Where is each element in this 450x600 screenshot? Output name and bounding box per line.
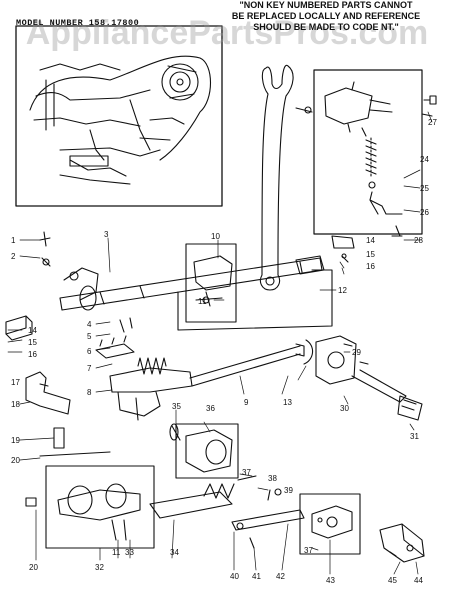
callout-28[interactable]: 28 [414, 236, 423, 245]
model-number: MODEL NUMBER 158.17800 [16, 18, 140, 28]
callout-40[interactable]: 40 [230, 572, 239, 581]
callout-44[interactable]: 44 [414, 576, 423, 585]
small-parts-4-6 [95, 317, 135, 359]
callout-14-right[interactable]: 14 [366, 236, 375, 245]
part-19-20 [39, 427, 111, 457]
callout-15-left[interactable]: 15 [28, 338, 37, 347]
callout-25[interactable]: 25 [420, 184, 429, 193]
left-bushing [5, 315, 33, 341]
part-12-box [177, 235, 355, 331]
callout-5[interactable]: 5 [87, 332, 92, 341]
callout-26[interactable]: 26 [420, 208, 429, 217]
callout-16-left[interactable]: 16 [28, 350, 37, 359]
parts-40-42 [231, 488, 305, 549]
part-35-36-block [169, 423, 239, 479]
main-shaft [39, 231, 323, 311]
callout-39[interactable]: 39 [284, 486, 293, 495]
callout-17[interactable]: 17 [11, 378, 20, 387]
part-34-plate [149, 475, 257, 519]
callout-3[interactable]: 3 [104, 230, 109, 239]
lower-left-box [25, 465, 155, 549]
callout-33[interactable]: 33 [125, 548, 134, 557]
callout-1[interactable]: 1 [11, 236, 16, 245]
callout-24[interactable]: 24 [420, 155, 429, 164]
note-line-3: SHOULD BE MADE TO CODE NT." [253, 22, 399, 32]
callout-34[interactable]: 34 [170, 548, 179, 557]
callout-41[interactable]: 41 [252, 572, 261, 581]
callout-14-left[interactable]: 14 [28, 326, 37, 335]
part-44-45 [379, 523, 425, 563]
callout-35[interactable]: 35 [172, 402, 181, 411]
parts-note: "NON KEY NUMBERED PARTS CANNOT BE REPLAC… [206, 0, 446, 33]
callout-37-upper[interactable]: 37 [242, 468, 251, 477]
callout-38[interactable]: 38 [268, 474, 277, 483]
leader-lines [7, 111, 433, 575]
callout-31[interactable]: 31 [410, 432, 419, 441]
callout-20-lower[interactable]: 20 [29, 563, 38, 572]
upper-right-subassembly-box [295, 69, 437, 237]
callout-27[interactable]: 27 [428, 118, 437, 127]
callout-11-lower[interactable]: 11 [112, 548, 121, 557]
callout-2[interactable]: 2 [11, 252, 16, 261]
part-17-18-bracket [25, 371, 71, 415]
callout-30[interactable]: 30 [340, 404, 349, 413]
callout-4[interactable]: 4 [87, 320, 92, 329]
callout-19[interactable]: 19 [11, 436, 20, 445]
callout-16-right[interactable]: 16 [366, 262, 375, 271]
callout-43[interactable]: 43 [326, 576, 335, 585]
callout-18[interactable]: 18 [11, 400, 20, 409]
note-line-1: "NON KEY NUMBERED PARTS CANNOT [239, 0, 413, 10]
part-8-and-9 [109, 339, 314, 421]
callout-36[interactable]: 36 [206, 404, 215, 413]
callout-11-upper[interactable]: 11 [198, 297, 207, 306]
parts-29-31 [315, 335, 423, 421]
callout-8[interactable]: 8 [87, 388, 92, 397]
callout-6[interactable]: 6 [87, 347, 92, 356]
callout-12[interactable]: 12 [338, 286, 347, 295]
callout-9[interactable]: 9 [244, 398, 249, 407]
part-10-bracket-box [185, 243, 237, 323]
spring-7 [137, 357, 167, 375]
callout-7[interactable]: 7 [87, 364, 92, 373]
note-line-2: BE REPLACED LOCALLY AND REFERENCE [231, 11, 421, 21]
callout-29[interactable]: 29 [352, 348, 361, 357]
callout-13[interactable]: 13 [283, 398, 292, 407]
callout-32[interactable]: 32 [95, 563, 104, 572]
callout-10[interactable]: 10 [211, 232, 220, 241]
callout-20-upper[interactable]: 20 [11, 456, 20, 465]
inset-machine-view [15, 25, 223, 207]
lifter-lever [259, 64, 294, 291]
callout-45[interactable]: 45 [388, 576, 397, 585]
callout-42[interactable]: 42 [276, 572, 285, 581]
callout-15-right[interactable]: 15 [366, 250, 375, 259]
callout-37-lower[interactable]: 37 [304, 546, 313, 555]
